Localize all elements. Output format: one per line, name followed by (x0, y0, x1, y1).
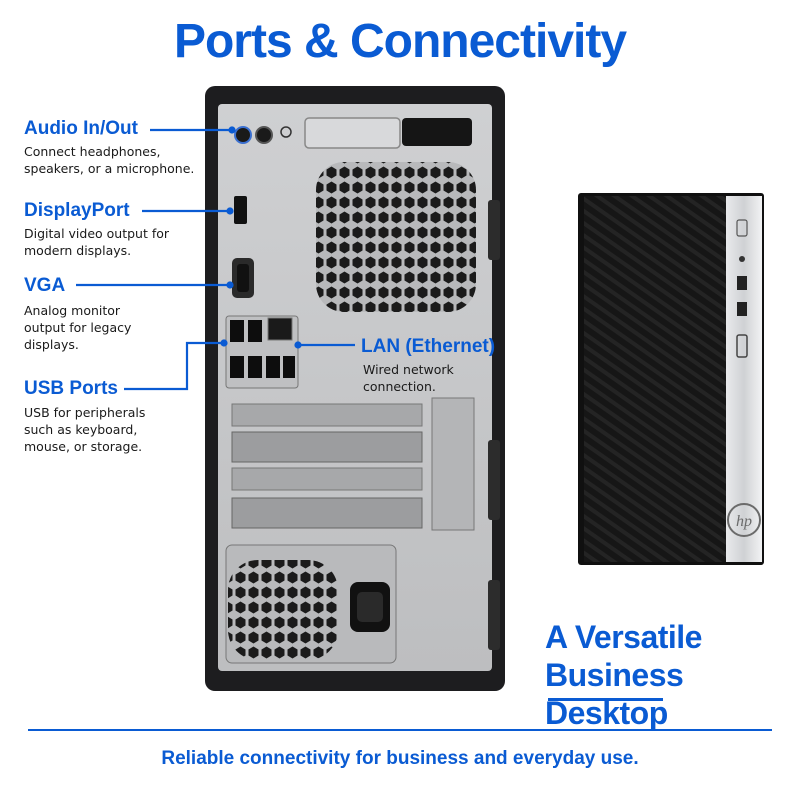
usb-port (230, 320, 244, 342)
usb-port (266, 356, 280, 378)
page-title: Ports & Connectivity (173, 15, 627, 68)
fan-grille (316, 162, 476, 312)
tagline-line1: A Versatile (545, 619, 702, 655)
lan-heading: LAN (Ethernet) (361, 336, 496, 357)
footer-divider (28, 729, 772, 731)
tagline: A Versatile Business Desktop (545, 618, 800, 732)
vga-description: Analog monitor output for legacy display… (24, 303, 132, 352)
usb-port (248, 356, 262, 378)
usb-port (248, 320, 262, 342)
displayport-heading: DisplayPort (24, 200, 130, 221)
audio-jack-2 (255, 126, 273, 144)
front-tower: hp (578, 193, 764, 565)
hp-logo (727, 503, 761, 537)
audio-heading: Audio In/Out (24, 118, 138, 139)
usb-heading: USB Ports (24, 378, 118, 399)
usb-port (230, 356, 244, 378)
audio-description: Connect headphones, speakers, or a micro… (24, 144, 195, 176)
vga-heading: VGA (24, 275, 66, 296)
usb-port (283, 356, 295, 378)
rear-chassis (205, 86, 505, 691)
lan-description: Wired network connection. (363, 362, 454, 394)
displayport-port (234, 196, 247, 224)
tagline-line2: Business Desktop (545, 657, 684, 731)
psu-fan-grille (228, 560, 338, 660)
footer-text: Reliable connectivity for business and e… (161, 748, 639, 769)
usb-description: USB for peripherals such as keyboard, mo… (24, 405, 146, 454)
callout-lines (76, 126, 355, 391)
power-button (736, 219, 748, 237)
audio-jack-1 (234, 126, 252, 144)
ethernet-port (267, 317, 293, 341)
tagline-underline (548, 698, 663, 701)
displayport-description: Digital video output for modern displays… (24, 226, 170, 258)
svg-text:hp: hp (736, 513, 752, 530)
